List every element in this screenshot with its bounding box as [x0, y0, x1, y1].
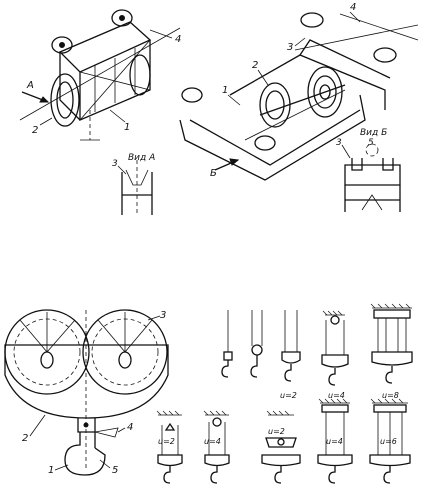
- view-a-title: Вид А: [128, 153, 155, 163]
- view-a-detail: Вид А 3: [112, 153, 155, 215]
- ratio-bottom-2: u=4: [204, 437, 221, 446]
- fig3-callout-5: 5: [112, 465, 118, 476]
- fig2-callout-4: 4: [350, 2, 356, 13]
- trolley-isometric-view: 1 2 3 4 Б: [179, 2, 419, 181]
- fig2-callout-3: 3: [287, 42, 293, 53]
- fig1-callout-1: 1: [124, 122, 130, 133]
- ratio-bottom-1: u=2: [158, 437, 175, 446]
- fig2-callout-1: 1: [222, 85, 228, 96]
- fig3-callout-3: 3: [160, 310, 166, 321]
- ratio-top-1: u=2: [280, 391, 297, 400]
- fig3-callout-4: 4: [127, 422, 133, 433]
- ratio-top-2: u=4: [328, 391, 345, 400]
- view-b-callout-5: 5: [368, 138, 374, 148]
- fig1-callout-2: 2: [32, 125, 38, 136]
- view-a-callout-3: 3: [112, 159, 118, 169]
- arrow-a-label: А: [26, 80, 34, 91]
- arrow-b-label: Б: [210, 168, 217, 179]
- hook-block: 1 2 3 4 5: [4, 309, 169, 476]
- view-b-callout-3: 3: [336, 138, 342, 148]
- fig2-callout-2: 2: [252, 60, 258, 71]
- fig3-callout-2: 2: [22, 433, 28, 444]
- view-b-title: Вид Б: [360, 128, 387, 138]
- ratio-bottom-5: u=6: [380, 437, 397, 446]
- ratio-top-3: u=8: [382, 391, 399, 400]
- fig1-callout-4: 4: [175, 34, 181, 45]
- view-b-detail: Вид Б 3 5: [336, 128, 401, 212]
- reeving-schemes: u=2 u=4 u=8 u=2: [156, 303, 413, 484]
- ratio-bottom-3: u=2: [268, 427, 285, 436]
- fig3-callout-1: 1: [48, 465, 54, 476]
- trolley-side-view: А 1 2 4: [19, 9, 181, 141]
- ratio-bottom-4: u=4: [326, 437, 343, 446]
